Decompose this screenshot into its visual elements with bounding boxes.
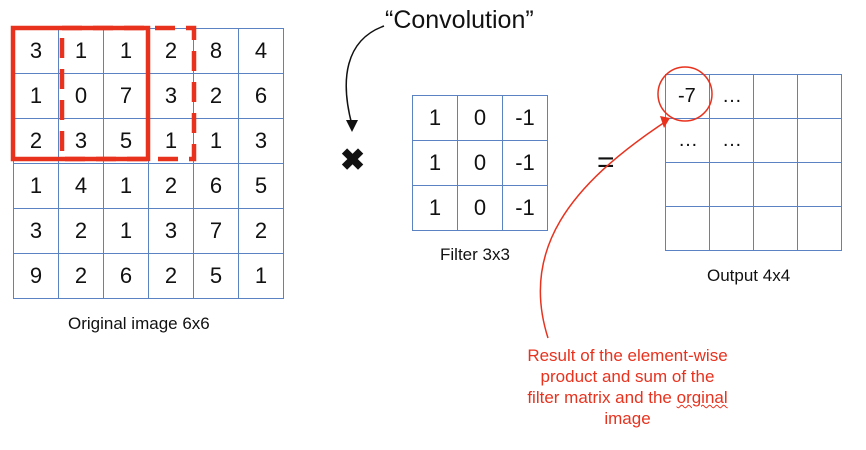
output-cell	[666, 163, 710, 207]
output-cell	[754, 119, 798, 163]
filter-cell: 0	[458, 186, 503, 231]
filter-cell: 0	[458, 141, 503, 186]
output-cell	[798, 163, 842, 207]
image-cell: 1	[149, 119, 194, 164]
image-cell: 4	[59, 164, 104, 209]
filter-cell: -1	[503, 141, 548, 186]
result-note-line: image	[604, 409, 651, 428]
image-cell: 3	[149, 209, 194, 254]
image-cell: 5	[104, 119, 149, 164]
image-cell: 0	[59, 74, 104, 119]
result-note-text: filter matrix and the	[527, 388, 677, 407]
result-note-line: filter matrix and the orginal	[490, 387, 765, 408]
original-image-caption: Original image 6x6	[68, 314, 210, 333]
image-cell: 6	[194, 164, 239, 209]
image-cell: 3	[239, 119, 284, 164]
output-cell	[754, 207, 798, 251]
convolution-label: “Convolution”	[385, 6, 534, 34]
image-cell: 2	[239, 209, 284, 254]
image-cell: 4	[239, 29, 284, 74]
image-cell: 7	[104, 74, 149, 119]
filter-cell: -1	[503, 96, 548, 141]
image-cell: 5	[239, 164, 284, 209]
output-cell	[666, 207, 710, 251]
image-cell: 3	[59, 119, 104, 164]
convolution-arrow	[345, 25, 385, 126]
output-cell: …	[666, 119, 710, 163]
image-cell: 2	[149, 29, 194, 74]
image-cell: 3	[14, 29, 59, 74]
filter-cell: 1	[413, 186, 458, 231]
output-cell: …	[710, 75, 754, 119]
image-cell: 3	[14, 209, 59, 254]
convolution-arrow-head	[346, 120, 358, 132]
image-cell: 1	[59, 29, 104, 74]
image-cell: 9	[14, 254, 59, 299]
multiply-icon: ✖	[340, 144, 366, 177]
image-cell: 1	[104, 29, 149, 74]
result-note-line: Result of the element-wise	[527, 346, 728, 365]
output-cell	[754, 163, 798, 207]
image-cell: 2	[14, 119, 59, 164]
filter-caption: Filter 3x3	[440, 245, 510, 264]
output-cell	[798, 75, 842, 119]
filter-cell: 1	[413, 96, 458, 141]
image-cell: 2	[194, 74, 239, 119]
equals-sign: =	[597, 146, 615, 179]
image-cell: 3	[149, 74, 194, 119]
output-caption: Output 4x4	[707, 266, 791, 285]
output-cell: -7	[666, 75, 710, 119]
image-cell: 1	[104, 209, 149, 254]
output-grid: -7………	[665, 74, 842, 251]
image-cell: 2	[59, 209, 104, 254]
result-note-line: product and sum of the	[540, 367, 715, 386]
filter-cell: -1	[503, 186, 548, 231]
image-cell: 1	[104, 164, 149, 209]
image-cell: 2	[149, 164, 194, 209]
output-cell	[798, 207, 842, 251]
output-cell	[798, 119, 842, 163]
filter-cell: 0	[458, 96, 503, 141]
image-cell: 6	[104, 254, 149, 299]
image-cell: 2	[149, 254, 194, 299]
misspelled-word: orginal	[676, 388, 728, 407]
result-note: Result of the element-wise product and s…	[490, 345, 765, 429]
image-cell: 1	[14, 164, 59, 209]
image-cell: 5	[194, 254, 239, 299]
output-cell	[754, 75, 798, 119]
output-cell	[710, 207, 754, 251]
image-cell: 6	[239, 74, 284, 119]
image-cell: 8	[194, 29, 239, 74]
output-cell: …	[710, 119, 754, 163]
output-cell	[710, 163, 754, 207]
image-cell: 1	[14, 74, 59, 119]
image-cell: 7	[194, 209, 239, 254]
filter-cell: 1	[413, 141, 458, 186]
image-cell: 1	[239, 254, 284, 299]
image-cell: 2	[59, 254, 104, 299]
image-cell: 1	[194, 119, 239, 164]
